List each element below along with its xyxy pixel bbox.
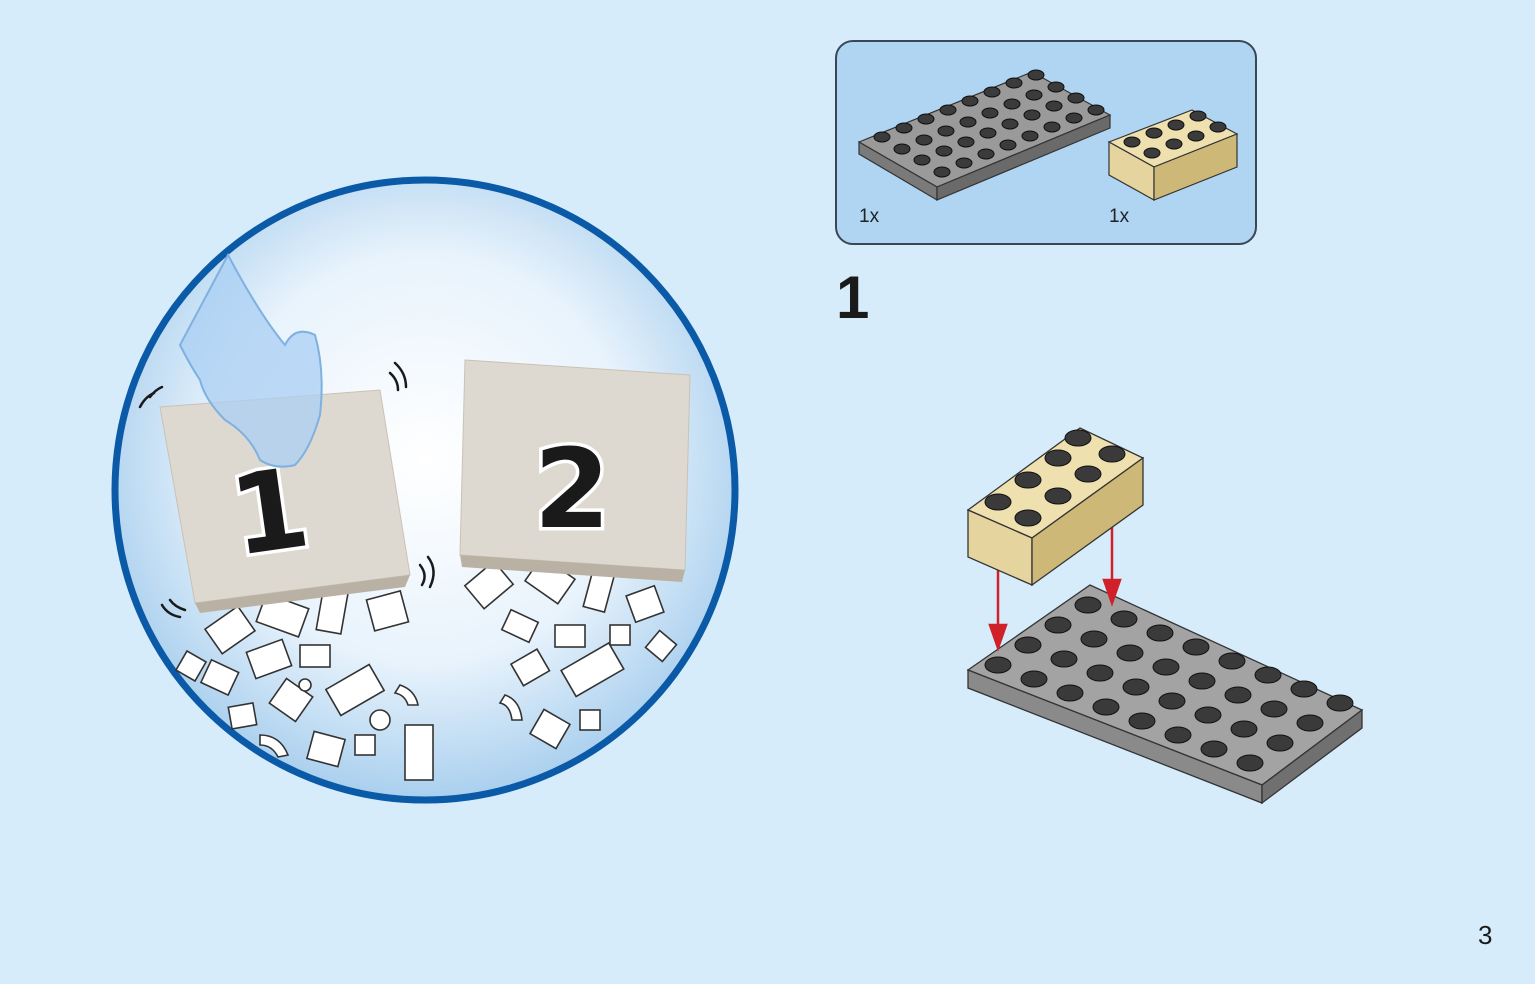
- step-number: 1: [836, 264, 870, 331]
- parts-list-callout: 1x 1x: [835, 40, 1257, 245]
- shake-motion-icon: [138, 361, 435, 619]
- parts-art: [857, 69, 1239, 202]
- page-number: 3: [1478, 920, 1493, 950]
- plate-quantity: 1x: [859, 206, 880, 227]
- dark-gray-plate-icon: [857, 69, 1112, 202]
- brick-quantity: 1x: [1109, 206, 1130, 227]
- open-bags-illustration: 1 2: [111, 176, 739, 804]
- bag-2: 2: [459, 359, 691, 582]
- tan-brick-icon: [1107, 109, 1239, 202]
- tan-brick: [966, 427, 1145, 587]
- assembly-illustration: [966, 427, 1364, 805]
- hand-icon: [178, 252, 323, 468]
- bag-1: 1: [159, 389, 411, 613]
- dark-gray-plate: [966, 584, 1364, 805]
- bag-2-label: 2: [534, 425, 611, 553]
- falling-bricks-icon: [174, 555, 678, 781]
- down-arrow-icon: [988, 525, 1122, 652]
